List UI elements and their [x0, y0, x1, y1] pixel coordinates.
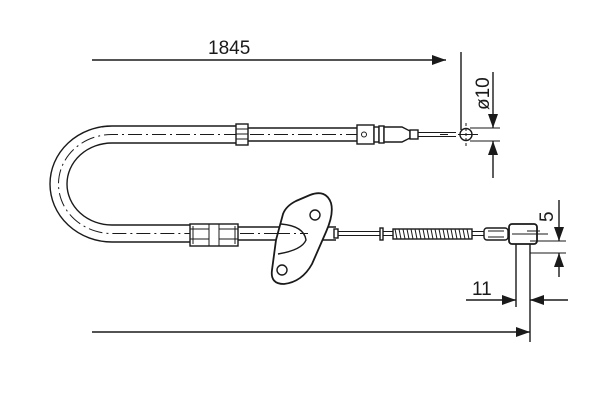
dimension-label-11: 11	[472, 279, 492, 300]
arrow-right-icon	[432, 55, 446, 65]
arrow-up-icon	[488, 141, 498, 155]
arrow-down-icon	[488, 114, 498, 128]
dimension-diameter-10: ø10	[470, 72, 500, 178]
return-spring	[392, 228, 484, 240]
arrow-right-icon	[502, 295, 516, 305]
bracket-hole-bottom	[276, 264, 288, 276]
dimension-label-1845: 1845	[208, 38, 250, 59]
upper-tube	[248, 127, 358, 142]
dimension-label-diameter-10: ø10	[473, 77, 494, 110]
lower-end-fitting	[483, 223, 548, 245]
cable-housing	[49, 125, 238, 243]
lower-ferrule	[189, 223, 239, 247]
dimension-label-5: 5	[537, 211, 558, 222]
dimension-5: 5	[530, 200, 566, 277]
dimension-11: 11	[466, 244, 568, 342]
arrow-up-icon	[554, 253, 564, 267]
arrow-right-icon	[516, 327, 530, 337]
dimension-1845: 1845	[92, 38, 462, 130]
arrow-left-icon	[530, 295, 544, 305]
upper-ferrule	[235, 123, 249, 146]
lower-inner-cable	[333, 227, 393, 241]
mounting-bracket	[270, 192, 333, 285]
bracket-hole-top	[309, 209, 321, 221]
upper-end-fitting	[356, 123, 478, 146]
arrow-down-icon	[554, 227, 564, 241]
dimension-overall-bottom	[92, 327, 530, 337]
